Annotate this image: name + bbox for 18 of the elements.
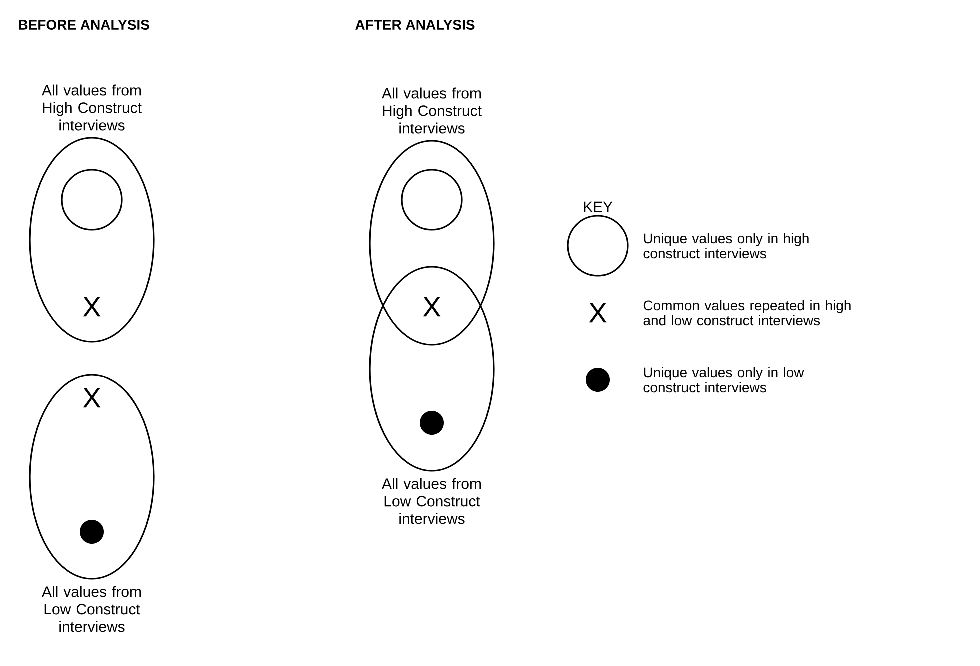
ellipse-heading: All values from High Construct interviews — [382, 88, 482, 134]
dot — [80, 520, 104, 544]
circle — [61, 169, 123, 231]
legend-text: Unique values only in high construct interviews — [644, 233, 809, 259]
ellipse-heading: All values from High Construct interviews — [42, 84, 142, 131]
ellipse-heading: All values from Low Construct interviews — [382, 478, 481, 524]
x-symbol: X — [83, 388, 101, 408]
legend-text: Unique values only in low construct interviews — [644, 367, 804, 393]
section-heading: BEFORE ANALYSIS — [19, 20, 150, 30]
dot — [420, 411, 444, 435]
x-symbol: X — [589, 303, 607, 323]
ellipse-heading: All values from Low Construct interviews — [42, 586, 141, 632]
legend-text: Common values repeated in high and low construct interviews — [644, 300, 851, 326]
x-symbol: X — [423, 297, 441, 317]
x-symbol: X — [83, 297, 101, 317]
circle — [401, 169, 463, 231]
key-heading: KEY — [584, 202, 613, 212]
section-heading: AFTER ANALYSIS — [356, 20, 475, 30]
